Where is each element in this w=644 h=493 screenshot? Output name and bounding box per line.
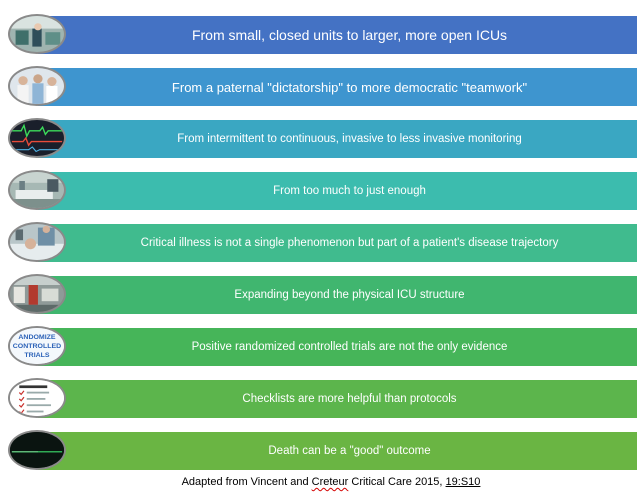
statement-bar: From small, closed units to larger, more… bbox=[38, 16, 637, 54]
patient-care-photo-icon bbox=[8, 222, 66, 262]
infographic-row-1: From small, closed units to larger, more… bbox=[0, 12, 644, 58]
infographic-row-4: From too much to just enough bbox=[0, 168, 644, 214]
statement-bar: From too much to just enough bbox=[38, 172, 637, 210]
statement-text: From intermittent to continuous, invasiv… bbox=[177, 133, 522, 145]
caption-author: Creteur bbox=[311, 476, 349, 488]
svg-text:TRIALS: TRIALS bbox=[24, 352, 50, 359]
statement-text: From too much to just enough bbox=[273, 185, 426, 197]
statement-text: From a paternal "dictatorship" to more d… bbox=[171, 79, 528, 95]
icu-ward-photo-icon bbox=[8, 14, 66, 54]
statement-text: Checklists are more helpful than protoco… bbox=[242, 393, 457, 405]
statement-bar: Death can be a "good" outcome bbox=[38, 432, 637, 470]
statement-bar: Critical illness is not a single phenome… bbox=[38, 224, 637, 262]
statement-bar: From intermittent to continuous, invasiv… bbox=[38, 120, 637, 158]
statement-bar: Checklists are more helpful than protoco… bbox=[38, 380, 637, 418]
medical-team-photo-icon bbox=[8, 66, 66, 106]
statement-bar: Positive randomized controlled trials ar… bbox=[38, 328, 637, 366]
statement-text: Death can be a "good" outcome bbox=[268, 445, 431, 457]
infographic-row-9: Death can be a "good" outcome bbox=[0, 428, 644, 474]
infographic-row-7: Positive randomized controlled trials ar… bbox=[0, 324, 644, 370]
statement-bar: Expanding beyond the physical ICU struct… bbox=[38, 276, 637, 314]
caption-reference: 19:S10 bbox=[445, 476, 481, 488]
icu-bed-photo-icon bbox=[8, 170, 66, 210]
statement-text: Positive randomized controlled trials ar… bbox=[191, 341, 508, 353]
checklist-icon bbox=[8, 378, 66, 418]
infographic-row-3: From intermittent to continuous, invasiv… bbox=[0, 116, 644, 162]
source-caption: Adapted from Vincent and Creteur Critica… bbox=[0, 476, 644, 488]
statement-text: Critical illness is not a single phenome… bbox=[140, 237, 559, 249]
infographic-row-2: From a paternal "dictatorship" to more d… bbox=[0, 64, 644, 110]
caption-prefix: Adapted from Vincent and bbox=[181, 476, 312, 488]
infographic-row-6: Expanding beyond the physical ICU struct… bbox=[0, 272, 644, 318]
statement-text: Expanding beyond the physical ICU struct… bbox=[234, 289, 465, 301]
infographic-row-8: Checklists are more helpful than protoco… bbox=[0, 376, 644, 422]
flatline-monitor-icon bbox=[8, 430, 66, 470]
hospital-equipment-photo-icon bbox=[8, 274, 66, 314]
statement-text: From small, closed units to larger, more… bbox=[191, 27, 508, 43]
monitor-screen-photo-icon bbox=[8, 118, 66, 158]
svg-text:ANDOMIZE: ANDOMIZE bbox=[18, 334, 56, 341]
caption-middle: Critical Care 2015, bbox=[348, 476, 446, 488]
statement-bar: From a paternal "dictatorship" to more d… bbox=[38, 68, 637, 106]
randomized-trials-icon: ANDOMIZE CONTROLLED TRIALS bbox=[8, 326, 66, 366]
svg-text:CONTROLLED: CONTROLLED bbox=[13, 343, 61, 350]
infographic-row-5: Critical illness is not a single phenome… bbox=[0, 220, 644, 266]
